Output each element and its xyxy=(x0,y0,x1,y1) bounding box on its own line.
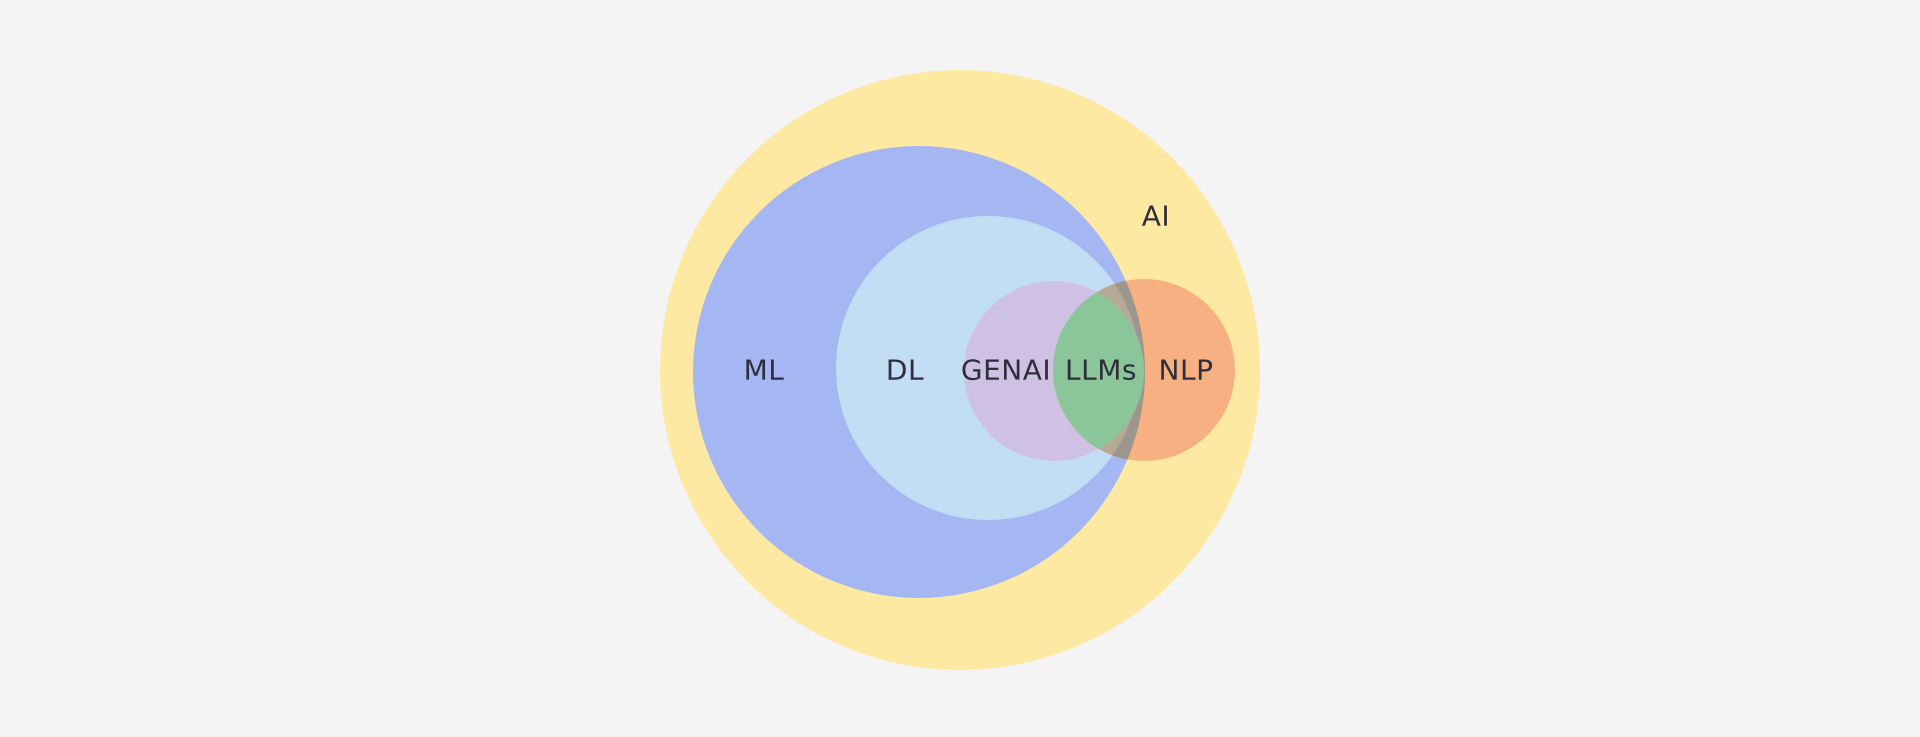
label-nlp: NLP xyxy=(1159,354,1214,387)
label-dl: DL xyxy=(886,354,924,387)
label-ai: AI xyxy=(1142,200,1170,233)
label-genai: GENAI xyxy=(961,354,1051,387)
label-llms: LLMs xyxy=(1065,354,1137,387)
label-ml: ML xyxy=(744,354,785,387)
